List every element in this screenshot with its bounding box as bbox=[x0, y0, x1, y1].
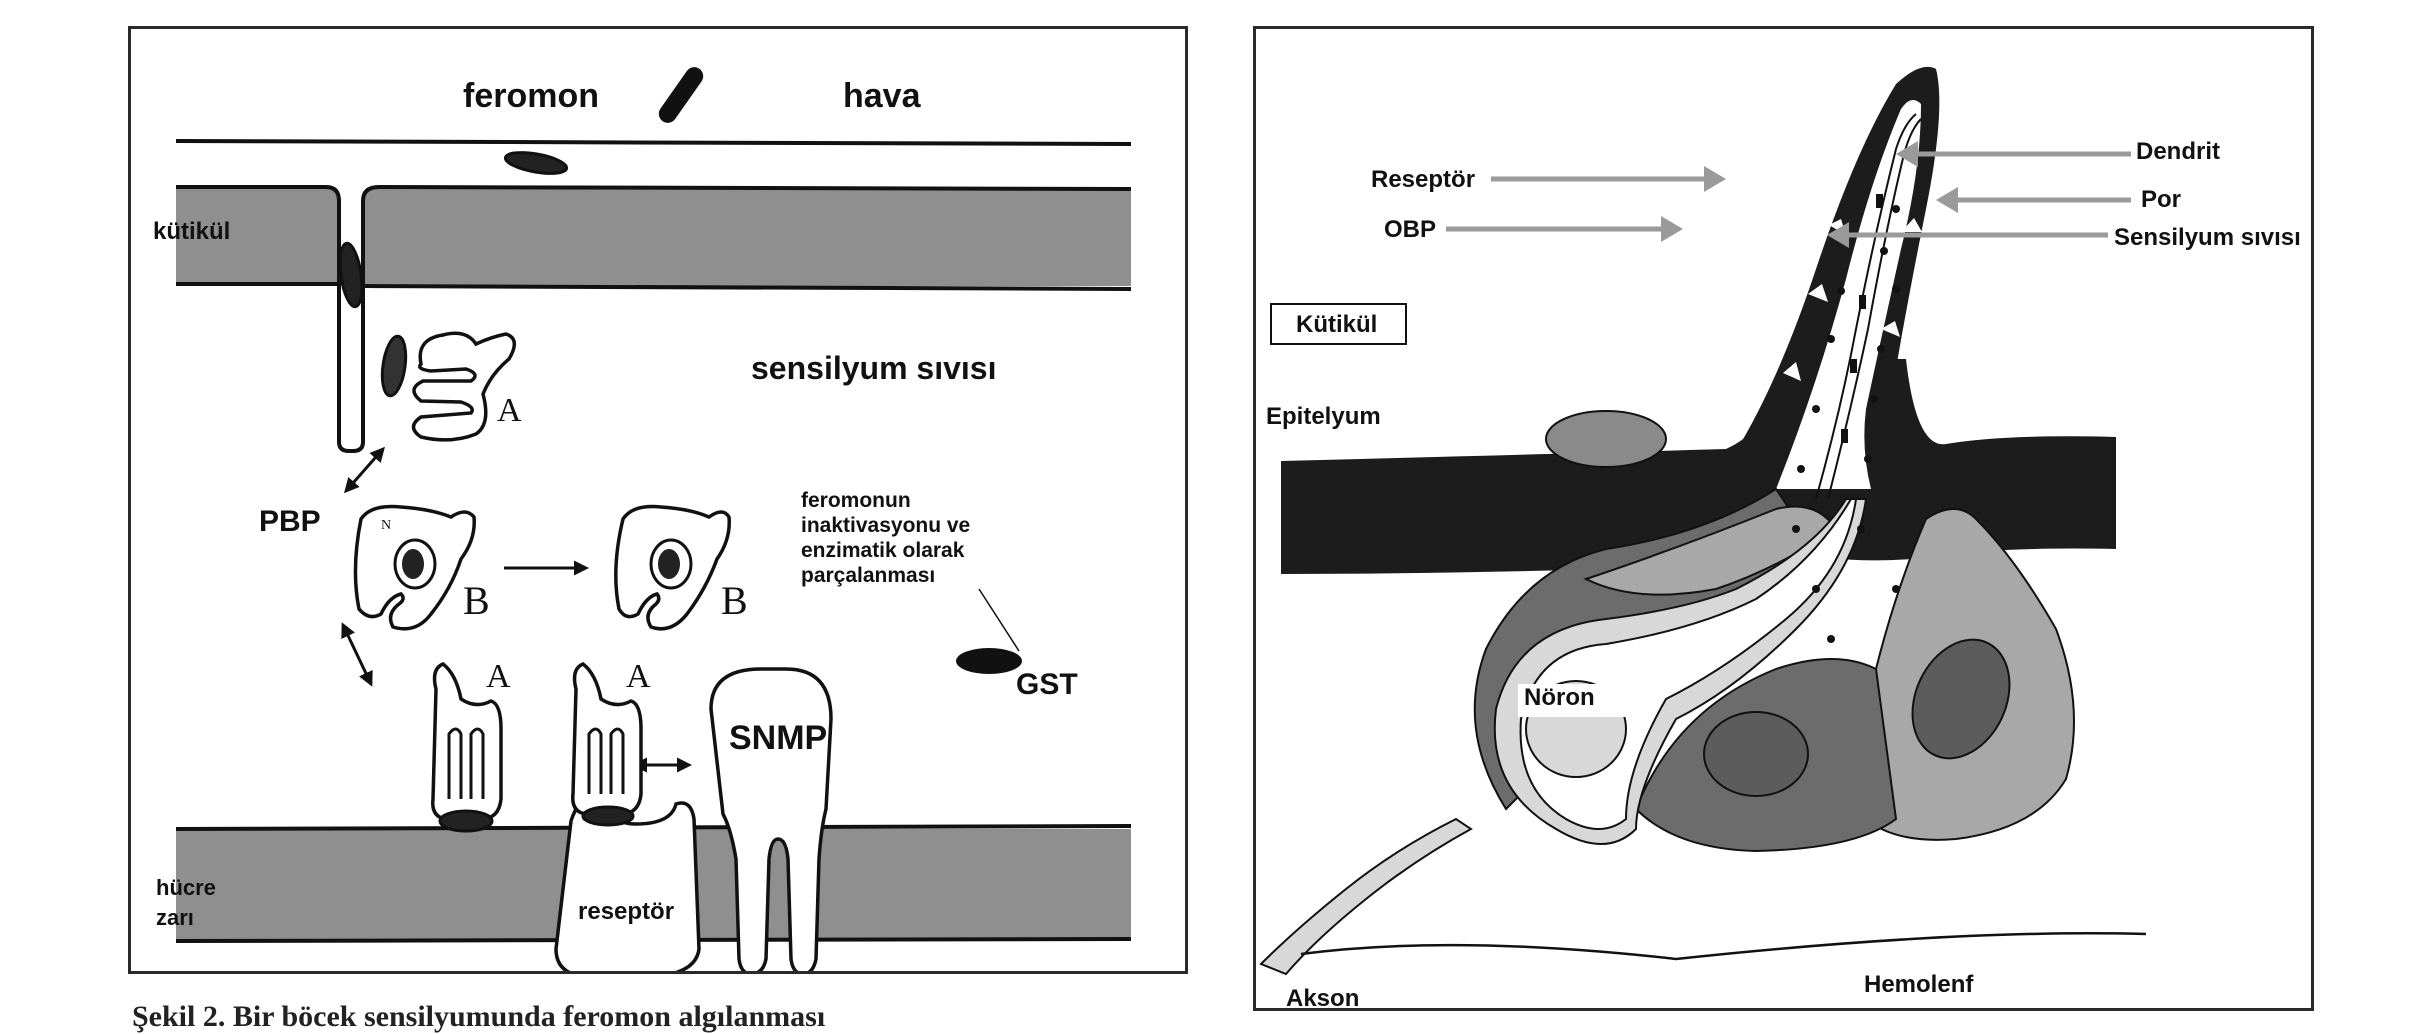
sensillum-lymph-label: sensilyum sıvısı bbox=[751, 350, 996, 386]
pheromone-molecule-air bbox=[658, 67, 704, 123]
air-boundary-line bbox=[175, 139, 1132, 146]
axon bbox=[1259, 817, 1473, 976]
receptor-mark-2 bbox=[1850, 359, 1857, 373]
state-b-left-label: B bbox=[463, 578, 490, 623]
bound-pheromone-bottom-left bbox=[438, 809, 494, 833]
figure-caption: Şekil 2. Bir böcek sensilyumunda feromon… bbox=[132, 1000, 826, 1033]
n-terminus-label: N bbox=[381, 518, 391, 533]
cell-membrane-label: hücre zarı bbox=[156, 875, 222, 930]
cuticle-label-box bbox=[1270, 303, 1407, 345]
axon-label: Akson bbox=[1286, 985, 1359, 1011]
pheromone-label: feromon bbox=[463, 77, 599, 115]
receptor-mark-4 bbox=[1876, 194, 1883, 208]
state-a-bottom-right-label: A bbox=[626, 658, 651, 695]
state-a-bottom-left-label: A bbox=[486, 658, 511, 695]
bound-pheromone-right bbox=[658, 549, 680, 579]
inactivation-note: feromonun inaktivasyonu ve enzimatik ola… bbox=[801, 489, 976, 587]
pore-label: Por bbox=[2141, 186, 2181, 213]
left-diagram: A PBP N B B feromonun inaktivasyonu ve e… bbox=[153, 67, 1132, 971]
bound-pheromone-left bbox=[402, 549, 424, 579]
epithelial-nucleus bbox=[1545, 410, 1667, 468]
bound-pheromone-bottom-right bbox=[581, 805, 635, 827]
pheromone-molecule-pore bbox=[338, 241, 364, 309]
left-diagram-panel: A PBP N B B feromonun inaktivasyonu ve e… bbox=[128, 26, 1188, 974]
pore-2 bbox=[1901, 218, 1922, 232]
receptor-label: reseptör bbox=[578, 898, 674, 925]
epithelium-label: Epitelyum bbox=[1266, 403, 1381, 430]
right-diagram-panel: Kütikül Epitelyum Dendrit Reseptör Por O… bbox=[1253, 26, 2314, 1011]
obp-dots bbox=[1792, 205, 1900, 643]
callout-arrows bbox=[1446, 141, 2131, 248]
pbp-label: PBP bbox=[259, 505, 321, 538]
hemolymph-label: Hemolenf bbox=[1864, 971, 1974, 998]
thecogen-nucleus bbox=[1703, 711, 1809, 797]
gst-label: GST bbox=[1016, 668, 1078, 701]
receptor-label: Reseptör bbox=[1371, 166, 1475, 193]
snmp-label: SNMP bbox=[729, 719, 827, 757]
pheromone-molecule-surface bbox=[503, 151, 569, 175]
sensillum-lymph-label: Sensilyum sıvısı bbox=[2114, 224, 2301, 251]
dendrite-outer bbox=[1815, 113, 1917, 500]
pore-3 bbox=[1808, 284, 1828, 302]
pore-4 bbox=[1881, 321, 1900, 337]
gst-pointer-line bbox=[978, 588, 1020, 652]
cuticle-label: Kütikül bbox=[1296, 311, 1377, 338]
trichogen-nucleus bbox=[1911, 638, 2011, 760]
double-arrow-a-b bbox=[344, 446, 385, 494]
air-label: hava bbox=[843, 77, 922, 115]
right-diagram: Kütikül Epitelyum Dendrit Reseptör Por O… bbox=[1259, 66, 2301, 1011]
double-arrow-b-a bbox=[341, 622, 373, 687]
basement-membrane-line bbox=[1300, 932, 2147, 961]
cuticle-band bbox=[1281, 359, 2116, 574]
obp-label: OBP bbox=[1384, 216, 1436, 243]
dendrite-inner bbox=[1827, 118, 1922, 500]
cuticle-band-right bbox=[363, 187, 1131, 286]
state-b-right-label: B bbox=[721, 578, 748, 623]
receptor-mark-1 bbox=[1859, 295, 1866, 309]
receptor-mark-3 bbox=[1841, 429, 1848, 443]
pore-5 bbox=[1783, 362, 1801, 381]
cuticle-label: kütikül bbox=[153, 218, 230, 245]
dendrite-label: Dendrit bbox=[2136, 138, 2220, 165]
state-a-top-label: A bbox=[497, 392, 522, 429]
pheromone-molecule-bound bbox=[380, 334, 408, 398]
cuticle-band-left bbox=[176, 187, 339, 284]
gst-enzyme bbox=[956, 648, 1022, 674]
pbp-state-a-top bbox=[411, 331, 516, 442]
neuron-label: Nöron bbox=[1524, 684, 1595, 711]
snmp-protein bbox=[709, 667, 833, 971]
